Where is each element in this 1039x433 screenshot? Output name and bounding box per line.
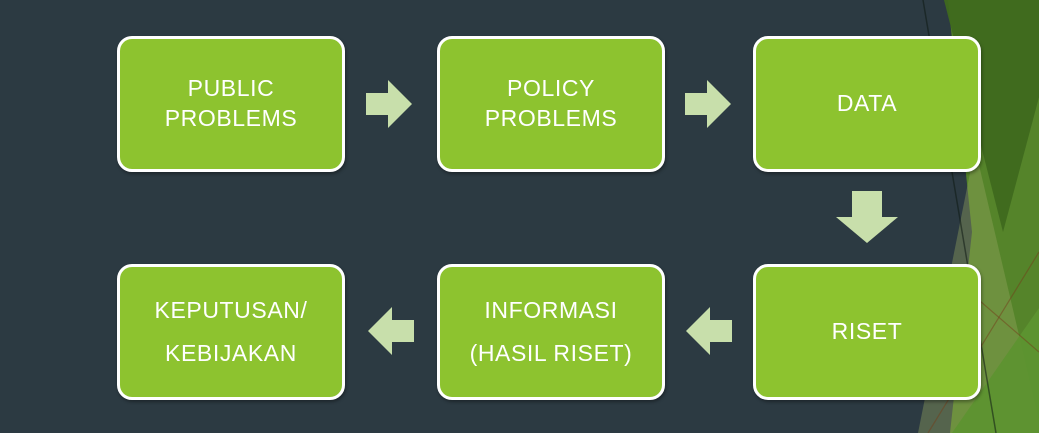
node-label-line: PUBLIC	[187, 75, 275, 102]
arrow-left-icon	[368, 307, 414, 355]
node-label-line: PROBLEMS	[484, 105, 618, 131]
node-label-line: KEPUTUSAN/	[154, 296, 308, 323]
node-label-line: PROBLEMS	[164, 105, 298, 131]
node-label-line: KEBIJAKAN	[165, 339, 297, 366]
node-label-line: POLICY	[507, 75, 595, 102]
node-label-line: (HASIL RISET)	[469, 339, 633, 366]
arrow-right-icon	[685, 80, 731, 128]
node-data: DATA	[753, 36, 981, 172]
arrow-down-icon	[836, 191, 898, 243]
node-policy-problems: POLICY PROBLEMS	[437, 36, 665, 172]
node-riset: RISET	[753, 264, 981, 400]
node-public-problems: PUBLIC PROBLEMS	[117, 36, 345, 172]
node-label-line: INFORMASI	[484, 296, 618, 323]
node-informasi-hasil-riset: INFORMASI (HASIL RISET)	[437, 264, 665, 400]
node-label-line: DATA	[836, 90, 898, 117]
facet-bottom-triangle	[952, 308, 1039, 433]
arrow-left-icon	[686, 307, 732, 355]
node-label-line: RISET	[831, 318, 903, 345]
arrow-right-icon	[366, 80, 412, 128]
facet-seam-line	[927, 251, 1039, 433]
node-keputusan-kebijakan: KEPUTUSAN/ KEBIJAKAN	[117, 264, 345, 400]
